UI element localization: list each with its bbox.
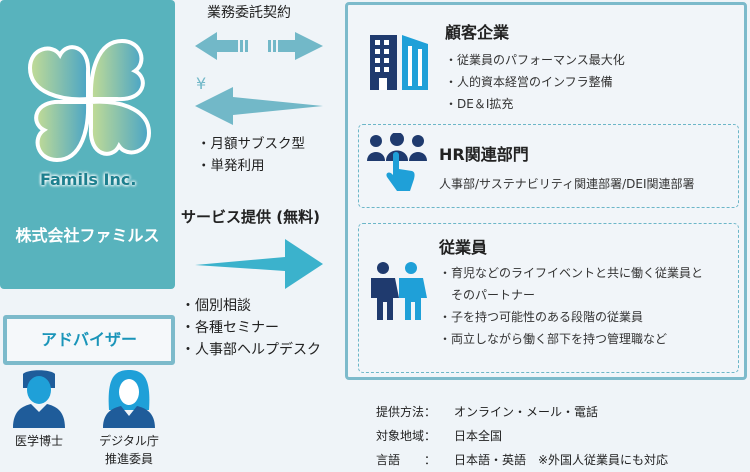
service-item: ・各種セミナー [181,320,279,336]
service-label: サービス提供 (無料) [181,208,320,226]
info-value: オンライン・メール・電話 [454,405,599,419]
employees-icon [371,262,427,320]
service-item: ・人事部ヘルプデスク [181,342,321,358]
hr-team-pointer-icon [367,133,427,191]
info-key: 提供方法： [376,405,437,419]
info-row: 対象地域： 日本全国 [376,424,668,448]
company-name: 株式会社ファミルス [15,226,160,245]
employees-item: ・育児などのライフイベントと共に働く従業員と [439,266,704,280]
client-title: 顧客企業 [445,23,510,42]
employees-title: 従業員 [439,238,488,257]
info-value: 日本全国 [454,429,503,443]
contract-double-arrow-icon [195,32,323,60]
hr-description: 人事部/サステナビリティ関連部署/DEI関連部署 [439,177,695,191]
service-arrow-icon [195,239,323,289]
client-item: ・DE＆I拡充 [445,97,514,111]
contract-label: 業務委託契約 [207,5,291,21]
employees-list: ・育児などのライフイベントと共に働く従業員と そのパートナー ・子を持つ可能性の… [439,262,703,350]
yen-symbol: ¥ [196,74,207,93]
employees-box: 従業員 ・育児などのライフイベントと共に働く従業員と そのパートナー ・子を持つ… [358,223,739,373]
fee-item: ・月額サブスク型 [197,136,305,152]
company-panel: Famils Inc. 株式会社ファミルス [0,0,175,289]
advisor-doctor-label: 医学博士 [14,434,63,448]
service-item: ・個別相談 [181,298,251,314]
doctor-icon [13,370,65,428]
clover-logo-icon [27,38,152,163]
service-info: 提供方法： オンライン・メール・電話 対象地域： 日本全国 言語 ： 日本語・英語 ※… [376,400,668,472]
building-icon [370,35,428,90]
info-key: 対象地域： [376,429,437,443]
client-item: ・従業員のパフォーマンス最大化 [445,53,625,67]
fee-item: ・単発利用 [197,158,265,174]
employees-item: ・両立しながら働く部下を持つ管理職など [439,332,668,346]
fee-arrow-icon [195,87,323,125]
client-box: 顧客企業 ・従業員のパフォーマンス最大化 ・人的資本経営のインフラ整備 ・DE＆… [345,2,747,380]
info-row: 言語 ： 日本語・英語 ※外国人従業員にも対応 [376,448,668,472]
employees-item: ・子を持つ可能性のある段階の従業員 [439,310,644,324]
advisor-label: アドバイザー [3,315,175,365]
hr-title: HR関連部門 [439,145,529,164]
client-list: ・従業員のパフォーマンス最大化 ・人的資本経営のインフラ整備 ・DE＆I拡充 [445,49,625,115]
fee-list: ・月額サブスク型 ・単発利用 [197,133,305,177]
info-key: 言語 ： [376,453,437,467]
hr-box: HR関連部門 人事部/サステナビリティ関連部署/DEI関連部署 [358,124,739,208]
service-list: ・個別相談 ・各種セミナー ・人事部ヘルプデスク [181,295,321,361]
brand-logo-text: Famils Inc. [40,170,137,189]
employees-item: そのパートナー [439,288,536,302]
info-row: 提供方法： オンライン・メール・電話 [376,400,668,424]
info-value: 日本語・英語 ※外国人従業員にも対応 [454,453,669,467]
female-advisor-icon [103,370,155,428]
client-item: ・人的資本経営のインフラ整備 [445,75,613,89]
